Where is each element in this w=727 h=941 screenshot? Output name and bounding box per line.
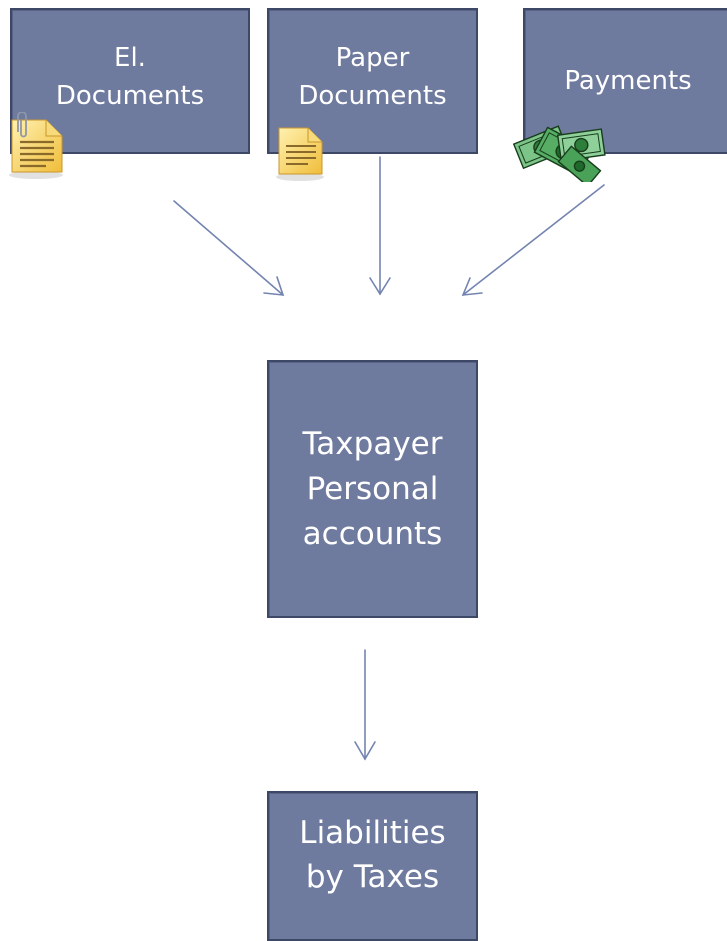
node-payments-label: Payments [564, 66, 692, 96]
arrow-taxpayer-to-liabilities [354, 649, 376, 761]
document-with-paperclip-icon [9, 112, 63, 179]
node-paper-documents-label: Paper Documents [298, 43, 447, 111]
node-paper-documents: Paper Documents [267, 8, 478, 154]
node-el-documents-label: El. Documents [55, 43, 205, 111]
money-banknotes-icon [512, 125, 606, 182]
arrow-payments-to-taxpayer [461, 184, 605, 296]
node-liabilities-by-taxes: Liabilities by Taxes [267, 791, 478, 941]
document-icon [276, 127, 324, 181]
node-taxpayer-label: Taxpayer Personal accounts [302, 425, 443, 552]
arrow-paper-to-taxpayer [369, 156, 391, 296]
arrow-el-to-taxpayer [173, 200, 285, 296]
node-taxpayer-personal-accounts: Taxpayer Personal accounts [267, 360, 478, 618]
node-liabilities-label: Liabilities by Taxes [299, 815, 446, 895]
